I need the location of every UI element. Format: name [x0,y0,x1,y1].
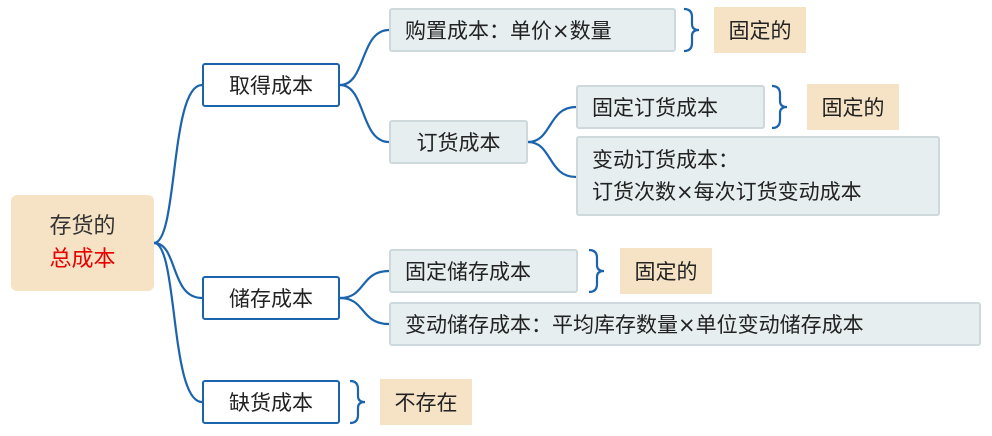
note-fixed-holding-cost: 固定的 [620,248,712,294]
connector-holding-fixed [339,269,390,300]
node-fixed-ordering-cost-label: 固定订货成本 [592,96,718,120]
node-variable-ordering-cost-line1: 变动订货成本： [592,148,739,172]
node-variable-holding-cost-label: 变动储存成本：平均库存数量×单位变动储存成本 [405,313,864,337]
brace-shortage [349,379,366,425]
brace-fixed-ordering [771,84,788,130]
connector-root-shortage [153,241,203,404]
branch-holding-label: 储存成本 [229,287,313,311]
brace-fixed-holding [588,248,605,294]
node-ordering-cost-label: 订货成本 [416,131,501,155]
note-purchase-cost-label: 固定的 [728,19,792,43]
note-purchase-cost: 固定的 [714,7,806,53]
node-variable-ordering-cost-line2: 订货次数×每次订货变动成本 [592,180,862,204]
node-variable-holding-cost: 变动储存成本：平均库存数量×单位变动储存成本 [389,302,981,346]
branch-acquisition-label: 取得成本 [229,74,313,98]
note-fixed-ordering-cost: 固定的 [807,84,899,130]
connector-acquisition-purchase [339,28,390,87]
node-fixed-ordering-cost: 固定订货成本 [576,85,765,129]
note-shortage-cost: 不存在 [380,379,472,425]
note-fixed-ordering-cost-label: 固定的 [821,96,885,120]
connector-root-holding [153,241,203,300]
node-variable-ordering-cost: 变动订货成本： 订货次数×每次订货变动成本 [576,136,940,216]
connector-holding-variable [339,296,390,326]
brace-purchase [683,7,700,53]
branch-shortage: 缺货成本 [202,380,340,424]
branch-holding: 储存成本 [202,276,340,320]
root-node: 存货的 总成本 [11,195,154,291]
connector-root-acquisition [153,83,203,245]
note-shortage-cost-label: 不存在 [394,391,458,415]
node-fixed-holding-cost-label: 固定储存成本 [405,260,531,284]
root-label-line1: 存货的 [49,214,116,239]
branch-acquisition: 取得成本 [202,63,340,107]
node-purchase-cost: 购置成本：单价×数量 [389,8,676,52]
note-fixed-holding-cost-label: 固定的 [634,260,698,284]
node-purchase-cost-label: 购置成本：单价×数量 [405,19,612,43]
node-fixed-holding-cost: 固定储存成本 [389,249,578,293]
connector-ordering-fixed [527,105,577,144]
node-ordering-cost: 订货成本 [389,120,528,164]
connector-acquisition-ordering [339,83,390,144]
connector-ordering-variable [527,140,577,179]
root-label-line2: 总成本 [49,247,116,272]
branch-shortage-label: 缺货成本 [229,391,313,415]
